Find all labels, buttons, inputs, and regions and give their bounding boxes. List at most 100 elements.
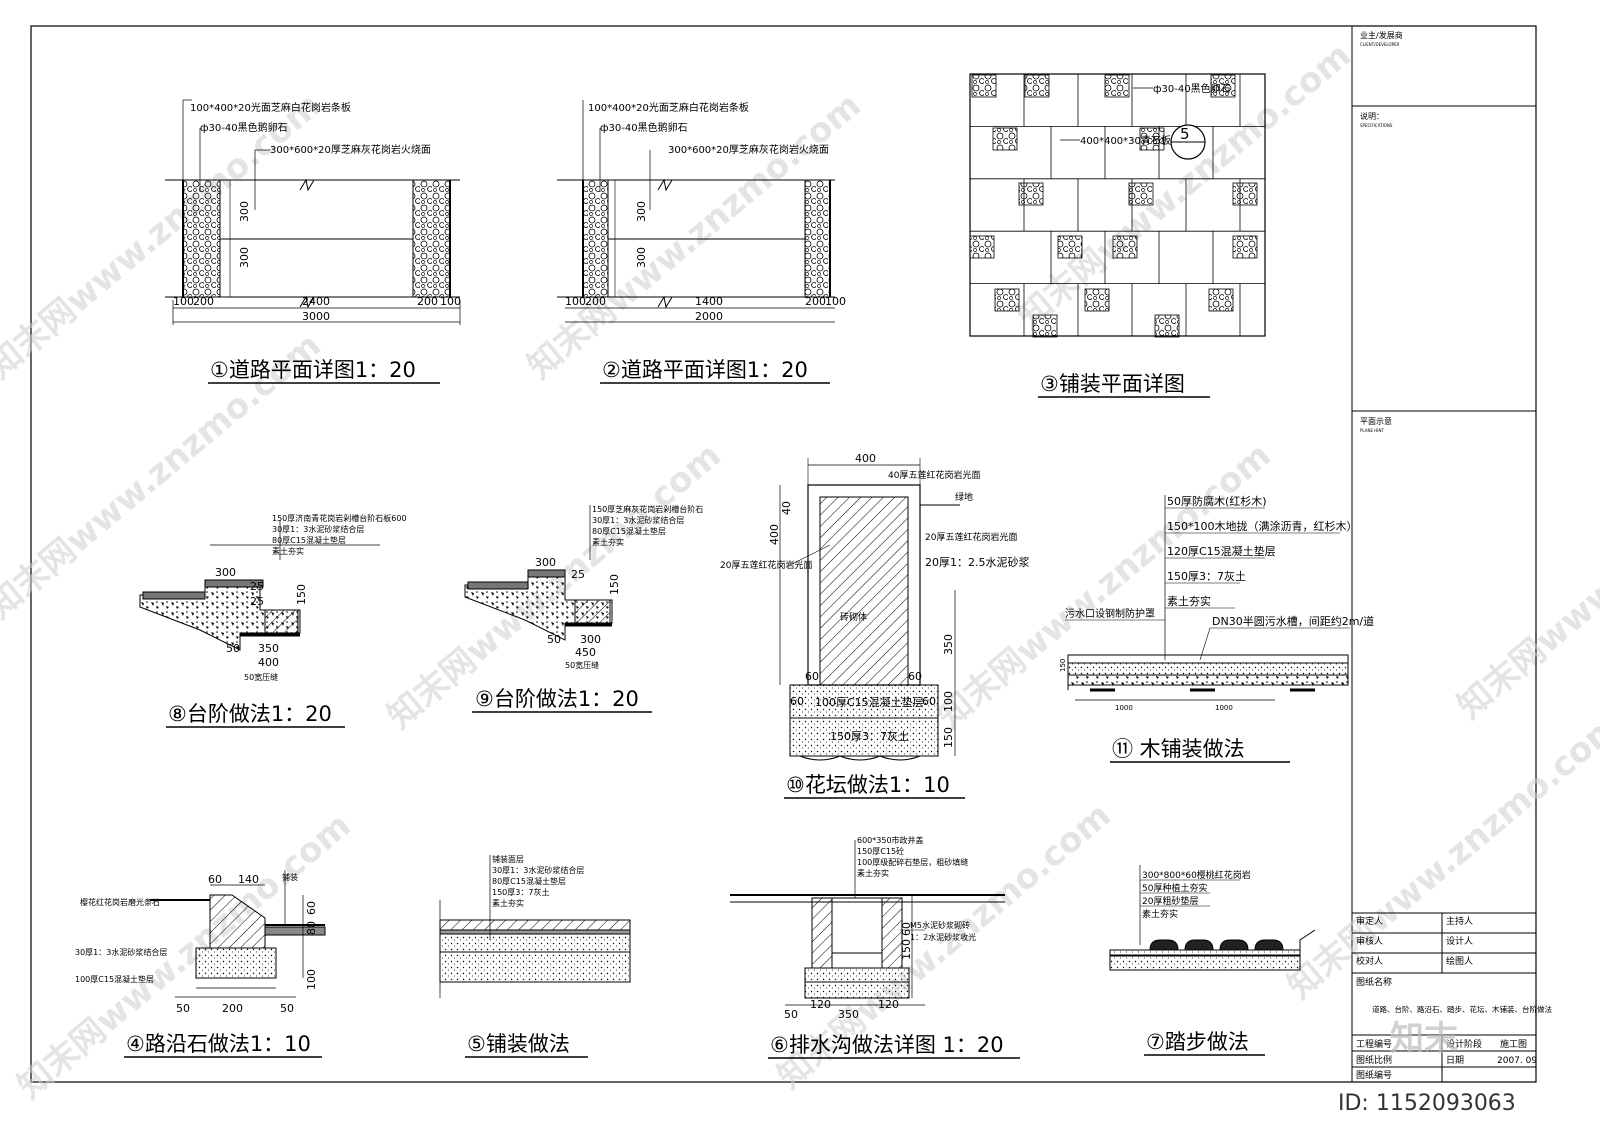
- dim-label: 50: [547, 633, 561, 646]
- dim-label: 300: [635, 201, 648, 222]
- callout: 100*400*20光面芝麻白花岗岩条板: [190, 101, 351, 114]
- project-no-label: 工程编号: [1356, 1038, 1392, 1050]
- pebble-square: [1154, 314, 1180, 338]
- date-label: 日期: [1446, 1055, 1464, 1066]
- detail-title: ①道路平面详图1：20: [210, 358, 416, 382]
- detail-title: ⑪ 木铺装做法: [1112, 737, 1245, 761]
- section-marker: 5: [1180, 125, 1190, 143]
- detail-paving-5: 铺装面层 30厚1：3水泥砂浆结合层 80厚C15混凝土垫层 150厚3：7灰土…: [439, 854, 631, 1058]
- dim-label: 300: [238, 247, 251, 268]
- detail-paving-plan-3: 5 ф30-40黑色卵石 400*400*30青石板 ③铺装平面详图: [969, 73, 1266, 398]
- watermark-text: 知末网www.znzmo.com: [1450, 425, 1600, 727]
- callout: 300*600*20厚芝麻灰花岗岩火烧面: [668, 143, 829, 156]
- dim-label: 120: [810, 998, 831, 1011]
- dim-label: 25: [250, 580, 264, 593]
- dim-label: 60: [922, 695, 936, 708]
- detail-title: ⑨台阶做法1：20: [475, 687, 639, 711]
- dim-label: 100: [440, 295, 461, 308]
- detail-title: ③铺装平面详图: [1040, 372, 1185, 396]
- dim-label: 150: [295, 584, 308, 605]
- dim-label: 350: [838, 1008, 859, 1021]
- detail-title: ⑥排水沟做法详图 1：20: [770, 1033, 1004, 1057]
- dim-label: 40: [780, 501, 793, 515]
- drawing-title: 道路、台阶、路沿石、踏步、花坛、木铺装、台阶做法: [1372, 1004, 1552, 1014]
- detail-title: ⑤铺装做法: [467, 1032, 570, 1056]
- dim-label: 150: [608, 574, 621, 595]
- pebble-square: [1104, 74, 1130, 98]
- callout: 600*350市政井盖: [857, 835, 924, 845]
- callout: 150厚3：7灰土: [830, 729, 909, 743]
- dim-label: 50: [280, 1002, 294, 1015]
- tb-row-label: 校对人: [1356, 955, 1383, 967]
- dim-label: 150: [1059, 659, 1067, 672]
- detail-step-7: 300*800*60樱桃红花岗岩 50厚种植土夯实 20厚粗砂垫层 素土夯实 ⑦…: [1109, 865, 1316, 1056]
- pebble-square: [1139, 127, 1165, 151]
- watermark-text: 知末网www.znzmo.com: [10, 805, 359, 1107]
- dim-label: 400: [768, 524, 781, 545]
- stepping-stone: [1184, 939, 1214, 951]
- tb-row-label: 主持人: [1446, 915, 1473, 927]
- dim-label: 50: [176, 1002, 190, 1015]
- pebble-square: [1084, 288, 1110, 312]
- callout: 80厚C15混凝土垫层: [492, 876, 566, 886]
- callout: 150厚济南青花岗岩剁槽台阶石板600: [272, 513, 407, 523]
- callout: 素土夯实: [857, 868, 889, 878]
- plan-label-en: PLANE HINT: [1360, 428, 1384, 433]
- title-block: 业主/发展商 CLIENT/DEVELOPER 说明： SPECIFICATIO…: [1352, 30, 1552, 1082]
- detail-title: ⑩花坛做法1：10: [786, 773, 950, 797]
- callout: 150*100木地拢（满涂沥青，红杉木）: [1167, 519, 1358, 533]
- pebble-square: [1024, 74, 1050, 98]
- pebble-square: [1128, 182, 1154, 206]
- callout: 素土夯实: [272, 546, 304, 556]
- dim-label: 25: [250, 595, 264, 608]
- drawing-name-label: 图纸名称: [1356, 976, 1392, 988]
- dim-label: 400: [855, 452, 876, 465]
- callout: 素土夯实: [1142, 908, 1178, 920]
- watermark-logo: 知末: [1390, 1019, 1458, 1059]
- dim-label: 200: [193, 295, 214, 308]
- dim-label: 200: [222, 1002, 243, 1015]
- dim-label: 450: [575, 646, 596, 659]
- plan-label: 平面示意: [1360, 416, 1392, 426]
- dim-label: 25: [571, 568, 585, 581]
- callout: 30厚1：3水泥砂浆结合层: [492, 865, 584, 875]
- detail-title: ②道路平面详图1：20: [602, 358, 808, 382]
- callout: M5水泥砂浆砌砖: [910, 920, 970, 930]
- callout: 素土夯实: [592, 537, 624, 547]
- dim-label: 350: [258, 642, 279, 655]
- dim-label: 60: [900, 922, 913, 936]
- dim-label: 50: [784, 1008, 798, 1021]
- callout: 50宽压缝: [565, 660, 599, 670]
- dim-label: 100: [305, 969, 318, 990]
- dim-label: 100: [825, 295, 846, 308]
- notes-label: 说明：: [1360, 111, 1384, 121]
- dim-label: 1000: [1215, 704, 1233, 712]
- callout: 400*400*30青石板: [1080, 134, 1171, 147]
- callout: 铺装面层: [492, 854, 524, 864]
- callout: 50厚防腐木(红杉木): [1167, 494, 1267, 508]
- callout: 100厚C15混凝土垫层: [815, 695, 924, 709]
- dim-label: 200: [585, 295, 606, 308]
- tb-row-label: 设计人: [1446, 935, 1473, 947]
- watermark-text: 知末网www.znzmo.com: [930, 435, 1279, 737]
- detail-title: ④路沿石做法1：10: [126, 1032, 311, 1056]
- dim-label: 140: [238, 873, 259, 886]
- dim-label: 150: [900, 939, 913, 960]
- dim-label: 200: [805, 295, 826, 308]
- dim-label: 60: [805, 670, 819, 683]
- callout: 绿地: [955, 491, 973, 503]
- image-id: ID: 1152093063: [1338, 1091, 1516, 1116]
- callout: 150厚C15砼: [857, 846, 904, 856]
- pebble-square: [1032, 314, 1058, 338]
- dim-label: 80: [305, 921, 318, 935]
- dim-label: 60: [305, 901, 318, 915]
- callout: 300*800*60樱桃红花岗岩: [1142, 869, 1251, 881]
- pebble-square: [971, 74, 997, 98]
- design-phase-label: 设计阶段: [1446, 1038, 1482, 1050]
- dim-label: 120: [878, 998, 899, 1011]
- dim-label: 300: [635, 247, 648, 268]
- pebble-square: [1112, 235, 1138, 259]
- pebble-square: [1057, 235, 1083, 259]
- callout: 20厚粗砂垫层: [1142, 895, 1198, 907]
- callout: 50宽压缝: [244, 672, 278, 682]
